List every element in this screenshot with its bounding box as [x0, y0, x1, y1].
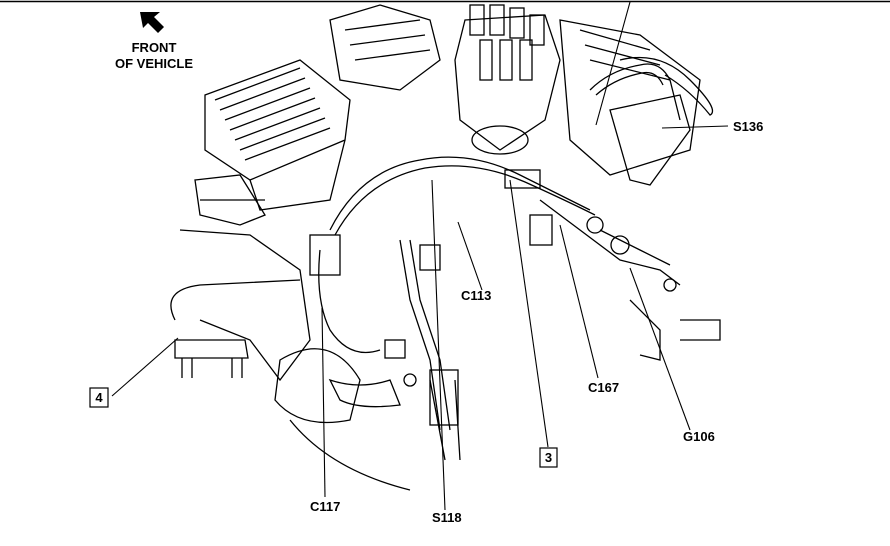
callout-box-4: 4 — [89, 387, 109, 408]
callout-box-3: 3 — [539, 447, 558, 468]
arrow-up-left-icon — [140, 12, 164, 33]
callout-box-3-label: 3 — [545, 450, 552, 465]
engine-illustration — [170, 4, 721, 491]
callout-s118: S118 — [432, 510, 462, 525]
callout-c113: C113 — [461, 288, 491, 303]
front-label: FRONT — [132, 40, 177, 55]
callout-c117: C117 — [310, 499, 340, 514]
callout-c167: C167 — [588, 380, 619, 395]
callout-g106: G106 — [683, 429, 715, 444]
leader-lines — [111, 1, 729, 511]
of-vehicle-label: OF VEHICLE — [115, 56, 193, 71]
callout-s136: S136 — [733, 119, 763, 134]
callout-box-4-label: 4 — [95, 390, 103, 405]
